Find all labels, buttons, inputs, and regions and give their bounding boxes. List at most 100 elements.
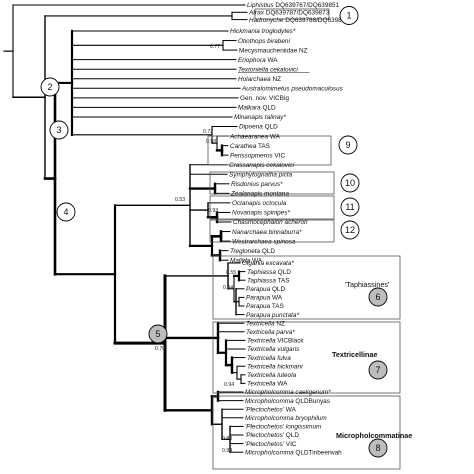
node-circle	[338, 135, 358, 155]
taxon-label: Mecysmaucheniidae NZ	[239, 47, 308, 54]
clade-box-textricellinae	[212, 321, 401, 394]
support-value: 0.77	[210, 44, 220, 50]
clade-box-micropholcommatinae	[212, 395, 401, 470]
support-value: 0.94	[224, 382, 234, 388]
taxon-label: Zealanapis montana	[230, 191, 289, 198]
taxon-label: Westrarchaea spinosa	[232, 238, 296, 245]
taxon-label: Minanapis talinay*	[234, 114, 286, 121]
taxon-label: Textricella parva*	[246, 329, 295, 336]
group-labels: 'Taphiassines' TextricellinaeMicropholcom…	[332, 280, 412, 440]
node-marker: 7	[368, 360, 388, 380]
group-label-taphiassines: 'Taphiassines'	[345, 280, 390, 289]
node-marker: 6	[368, 287, 388, 307]
taxon-label: Holarchaea NZ	[238, 76, 281, 83]
node-marker: 12	[340, 220, 360, 240]
tree-branches	[3, 4, 248, 453]
taxon-label: 'Plectochetos' longissimum	[245, 424, 322, 431]
node-circle	[49, 120, 69, 140]
node-circle	[340, 173, 360, 193]
node-marker: 1	[339, 6, 359, 25]
taxon-label: Eriophora WA	[238, 57, 278, 64]
taxon-label: Parapua WA	[246, 295, 283, 302]
taxon-label: Textricella vulgaris	[247, 346, 300, 353]
taxon-label: Hadronyche DQ639788/DQ639874	[249, 17, 349, 24]
support-value: 0.93	[208, 208, 218, 214]
taxon-label: Risdonius parvus*	[231, 181, 283, 188]
node-circle	[56, 202, 76, 222]
node-circle	[40, 77, 60, 97]
clade-box-12	[209, 219, 335, 243]
taxon-label: Symphytognatha picta	[229, 171, 293, 178]
node-number: 8	[375, 443, 380, 453]
clade-box-11	[209, 195, 335, 220]
clade-box-taphiassines	[212, 255, 401, 320]
taxon-label: 'Plectochetos' QLD	[245, 432, 299, 439]
support-value: 0.55	[226, 270, 236, 276]
taxon-label: Tregloneta QLD	[230, 248, 275, 255]
taxon-label: Textoniella cekalovici	[238, 66, 298, 73]
taxon-label: Micropholcomma caeligenum*	[245, 389, 331, 396]
taxon-label: Dipoena QLD	[239, 124, 278, 131]
support-value: 0.94	[223, 285, 233, 291]
group-label-textricellinae: Textricellinae	[332, 350, 377, 359]
node-marker: 5	[148, 324, 168, 344]
node-circle	[368, 287, 388, 307]
node-circle	[148, 324, 168, 344]
taxon-label: Achaearanea WA	[229, 133, 281, 140]
taxon-label: Australomimetus pseudomaculosus	[241, 86, 344, 93]
group-label-micropholcommatinae: Micropholcommatinae	[336, 431, 412, 440]
taxon-label: Otiothops birabeni	[238, 38, 290, 45]
taxon-label: 'Plectochetos' WA	[245, 406, 297, 413]
clade-box-10	[209, 171, 335, 195]
node-number: 10	[345, 178, 355, 188]
node-number: 4	[63, 207, 68, 217]
taxon-label: Perissopmeros VIC	[230, 152, 285, 159]
node-circle	[368, 360, 388, 380]
support-value: 0.58	[206, 139, 216, 145]
node-marker: 4	[56, 202, 76, 222]
node-marker: 11	[340, 197, 360, 217]
node-marker: 2	[40, 77, 60, 97]
node-circle	[340, 197, 360, 217]
taxon-label: Crassanapis cekalovici	[229, 162, 295, 169]
node-number: 5	[155, 329, 160, 339]
taxon-label: Textricella VICBlack	[247, 338, 304, 345]
support-value: 0.72	[203, 129, 213, 135]
taxon-label: Parapua punctata*	[246, 312, 299, 319]
node-number: 9	[345, 140, 350, 150]
node-number: 7	[375, 365, 380, 375]
node-marker: 8	[368, 438, 388, 458]
clade-boxes	[207, 8, 401, 470]
support-value: 0.53	[175, 197, 185, 203]
taxon-label: Nanarchaea binnaburra*	[232, 229, 302, 236]
support-value: 0.94	[222, 448, 232, 454]
node-number: 1	[346, 11, 351, 21]
node-number: 12	[345, 225, 355, 235]
taxon-label: Mallida WA	[230, 257, 263, 264]
taxon-label: Malkara QLD	[238, 105, 276, 112]
taxon-label: Textricella fulva	[247, 355, 291, 362]
taxon-label: Textricella hickmani	[247, 363, 303, 370]
taxon-label: Octanapis octocula	[232, 200, 287, 207]
taxon-label: Novanapis spinipes*	[232, 210, 290, 217]
taxon-label: 'Plectochetos' VIC	[245, 441, 297, 448]
node-marker: 10	[340, 173, 360, 193]
taxon-label: Taphiassa TAS	[247, 277, 290, 284]
taxon-label: Textricella WA	[247, 381, 288, 388]
taxon-label: Textricella NZ	[246, 320, 285, 327]
taxon-label: Taphiassa QLD	[247, 269, 291, 276]
clade-box-9	[207, 135, 332, 166]
node-number: 11	[345, 202, 354, 212]
node-number: 2	[47, 82, 52, 92]
clade-box-1	[254, 8, 330, 20]
support-value: 0.88	[222, 436, 232, 442]
support-values: 0.770.720.580.530.930.550.940.700.940.88…	[155, 44, 236, 454]
taxon-label: Textricella luteola	[247, 372, 297, 379]
taxon-label: Gen. nov. VICBig	[240, 95, 289, 102]
node-marker: 9	[338, 135, 358, 155]
taxon-label: Chasmocephalon acheron	[233, 219, 308, 226]
taxon-label: Liphistius DQ639767/DQ639851	[247, 2, 339, 9]
